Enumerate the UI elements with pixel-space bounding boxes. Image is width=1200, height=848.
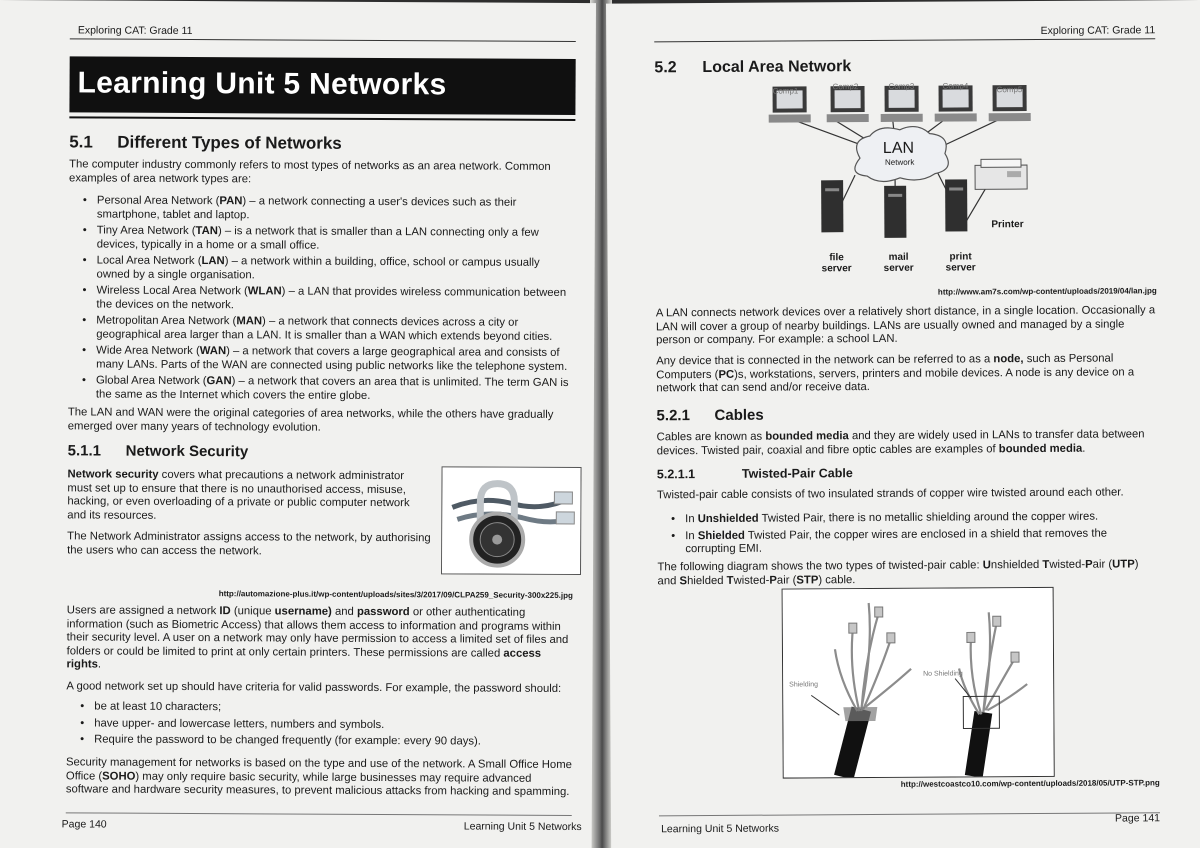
password-rule-item: Require the password to be changed frequ… xyxy=(66,733,572,749)
header-rule xyxy=(69,38,576,43)
security-management-paragraph: Security management for networks is base… xyxy=(65,756,572,798)
page-number: Page 140 xyxy=(61,818,107,831)
network-type-item: Wide Area Network (WAN) – a network that… xyxy=(68,344,574,374)
list-item: In Unshielded Twisted Pair, there is no … xyxy=(657,510,1158,527)
running-header: Exploring CAT: Grade 11 xyxy=(1040,24,1156,37)
section-number: 5.1 xyxy=(69,132,93,152)
server-icons xyxy=(821,179,968,238)
footer-rule xyxy=(65,812,572,817)
server-label: print server xyxy=(945,251,976,274)
cable-image-url: http://westcoastco10.com/wp-content/uplo… xyxy=(900,778,1160,789)
section-5-2-1-1-heading: 5.2.1.1 Twisted-Pair Cable xyxy=(657,464,1158,481)
no-shielding-label: No Shielding xyxy=(923,670,963,678)
footer-unit-title: Learning Unit 5 Networks xyxy=(661,822,779,836)
server-label: mail server xyxy=(883,251,914,274)
twisted-pair-cable-image: Shielding No Shielding xyxy=(781,586,1055,780)
printer-icon xyxy=(974,158,1028,190)
shielding-label: Shielding xyxy=(789,681,819,689)
lan-image-url: http://www.am7s.com/wp-content/uploads/2… xyxy=(937,286,1157,297)
password-intro: A good network set up should have criter… xyxy=(66,680,562,695)
twisted-pair-diagram-intro: The following diagram shows the two type… xyxy=(657,558,1139,587)
network-type-item: Metropolitan Area Network (MAN) – a netw… xyxy=(68,314,574,344)
security-paragraph-2: The Network Administrator assigns access… xyxy=(67,530,431,557)
computer-icons xyxy=(768,85,1031,123)
section-number: 5.2 xyxy=(654,59,677,77)
computer-label: Comp2 xyxy=(832,82,859,92)
twisted-pair-intro: Twisted-pair cable consists of two insul… xyxy=(656,486,1124,502)
section-5-1-heading: 5.1 Different Types of Networks xyxy=(69,132,575,155)
section-5-1-intro: The computer industry commonly refers to… xyxy=(69,158,551,185)
computer-label: Comp3 xyxy=(888,81,915,91)
lan-paragraph-1: A LAN connects network devices over a re… xyxy=(655,304,1156,347)
server-label: file server xyxy=(821,252,852,275)
section-title: Different Types of Networks xyxy=(117,132,342,153)
computer-label: Comp1 xyxy=(772,86,799,96)
page-number: Page 141 xyxy=(1114,812,1161,825)
lan-network-icon xyxy=(768,85,1031,238)
computer-label: Comp5 xyxy=(996,85,1023,95)
network-types-list: Personal Area Network (PAN) – a network … xyxy=(68,194,575,407)
section-5-2-1-heading: 5.2.1 Cables xyxy=(656,404,1157,425)
section-title: Network Security xyxy=(125,442,249,461)
twisted-pair-list: In Unshielded Twisted Pair, there is no … xyxy=(657,510,1158,560)
lan-cloud-title: LAN xyxy=(882,139,915,157)
section-5-1-outro: The LAN and WAN were the original catego… xyxy=(67,406,554,434)
padlock-icon xyxy=(442,467,581,575)
section-number: 5.2.1.1 xyxy=(656,467,696,482)
list-item: In Shielded Twisted Pair, the copper wir… xyxy=(657,527,1158,557)
footer-unit-title: Learning Unit 5 Networks xyxy=(463,820,582,834)
unit-banner: Learning Unit 5 Networks xyxy=(69,56,576,116)
running-header: Exploring CAT: Grade 11 xyxy=(77,24,193,38)
security-paragraph-1: Network security covers what precautions… xyxy=(67,468,410,522)
network-type-item: Tiny Area Network (TAN) – is a network t… xyxy=(69,224,575,254)
cables-paragraph: Cables are known as bounded media and th… xyxy=(656,428,1145,457)
section-title: Cables xyxy=(714,406,764,424)
password-rule-item: be at least 10 characters; xyxy=(66,700,572,716)
network-type-item: Global Area Network (GAN) – a network th… xyxy=(68,374,574,404)
network-type-item: Personal Area Network (PAN) – a network … xyxy=(69,194,575,224)
section-5-2-heading: 5.2 Local Area Network xyxy=(654,56,1155,77)
right-page: Exploring CAT: Grade 11 5.2 Local Area Ne… xyxy=(606,0,1200,848)
padlock-cable-image xyxy=(440,466,582,576)
term-network-security: Network security xyxy=(67,468,159,481)
users-paragraph: Users are assigned a network ID (unique … xyxy=(66,604,569,671)
section-title: Local Area Network xyxy=(702,58,852,77)
left-page: Exploring CAT: Grade 11 Learning Unit 5 … xyxy=(0,0,596,848)
lan-cloud-subtitle: Network xyxy=(884,157,915,167)
header-rule xyxy=(654,38,1156,43)
section-number: 5.2.1 xyxy=(656,407,690,425)
section-number: 5.1.1 xyxy=(67,442,102,460)
printer-label: Printer xyxy=(991,219,1024,231)
password-rule-item: have upper- and lowercase letters, numbe… xyxy=(66,717,572,733)
cable-icon xyxy=(782,587,1054,780)
footer-rule xyxy=(658,812,1160,817)
lan-diagram: Comp1 Comp2 Comp3 Comp4 Comp5 LAN Networ… xyxy=(654,78,1156,281)
section-title: Twisted-Pair Cable xyxy=(741,466,853,481)
section-5-1-1-heading: 5.1.1 Network Security xyxy=(68,442,574,462)
password-rules-list: be at least 10 characters;have upper- an… xyxy=(66,700,572,752)
lan-paragraph-2: Any device that is connected in the netw… xyxy=(656,352,1135,395)
security-image-url: http://automazione-plus.it/wp-content/up… xyxy=(218,589,573,601)
network-type-item: Wireless Local Area Network (WLAN) – a L… xyxy=(68,284,574,314)
network-type-item: Local Area Network (LAN) – a network wit… xyxy=(69,254,575,284)
computer-label: Comp4 xyxy=(942,81,969,91)
